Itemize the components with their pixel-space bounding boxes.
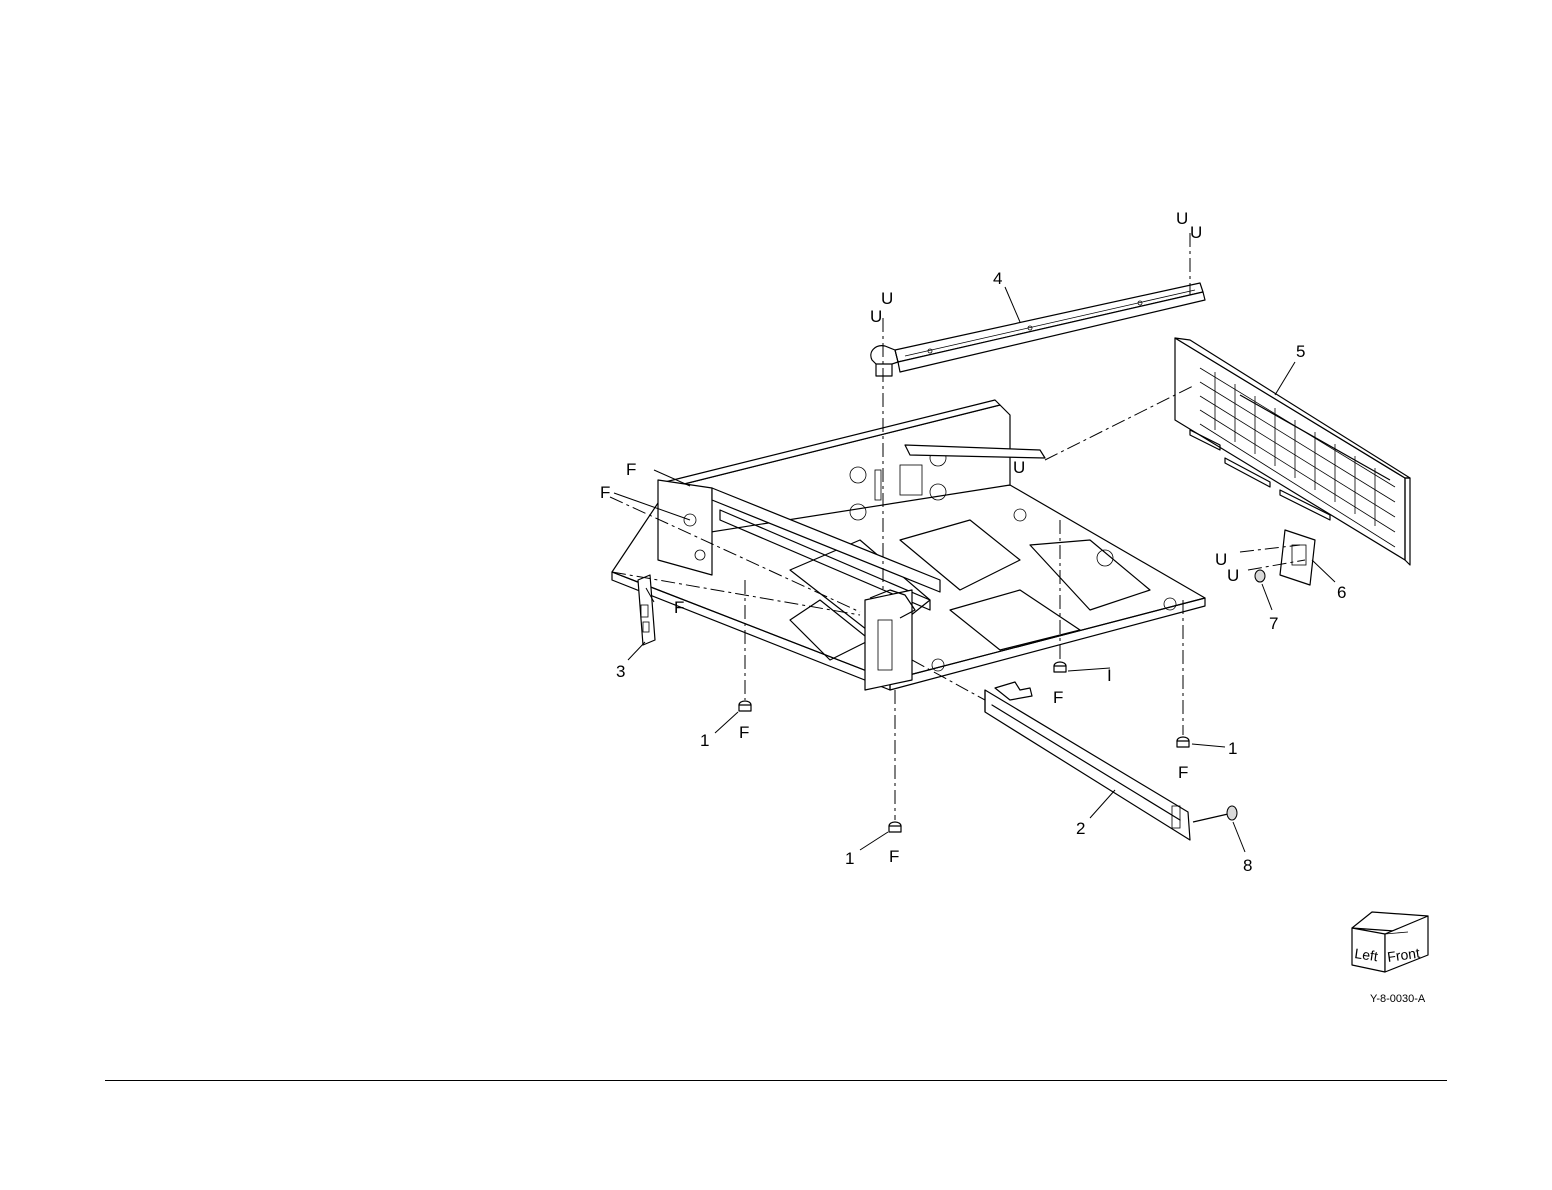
label-part-7: 7 <box>1269 614 1278 633</box>
label-u-mid-1: U <box>881 289 893 308</box>
main-frame-base <box>612 400 1205 690</box>
label-f-foot-left: F <box>739 723 749 742</box>
label-part-1-bottom: 1 <box>845 849 854 868</box>
part-7-screw <box>1255 570 1265 582</box>
label-f-bracket: F <box>674 598 684 617</box>
label-f-left-1: F <box>626 460 636 479</box>
part-5-rear-cover <box>1175 338 1410 565</box>
footer-divider <box>105 1080 1447 1081</box>
label-u-top-1: U <box>1176 209 1188 228</box>
cube-left-label: Left <box>1354 945 1379 964</box>
label-f-foot-right: F <box>1178 763 1188 782</box>
label-f-left-2: F <box>600 483 610 502</box>
part-4-top-rail <box>871 283 1205 376</box>
label-part-1-right: 1 <box>1228 739 1237 758</box>
label-u-top-2: U <box>1190 223 1202 242</box>
part-2-front-rail <box>985 682 1190 840</box>
label-part-6: 6 <box>1337 583 1346 602</box>
part-1-feet <box>739 662 1189 832</box>
part-8-screw <box>1193 806 1237 822</box>
label-part-4: 4 <box>993 269 1002 288</box>
label-part-3: 3 <box>616 662 625 681</box>
label-part-5: 5 <box>1296 342 1305 361</box>
label-part-8: 8 <box>1243 856 1252 875</box>
label-part-1-left: 1 <box>700 731 709 750</box>
cube-front-label: Front <box>1386 945 1421 965</box>
label-u-right-1: U <box>1215 550 1227 569</box>
part-6-plate <box>1280 530 1315 585</box>
orientation-cube: Left Front <box>1352 912 1428 972</box>
label-i-center: I <box>1107 666 1112 685</box>
label-f-foot-center: F <box>1053 688 1063 707</box>
figure-id: Y-8-0030-A <box>1370 993 1426 1005</box>
label-f-foot-bottom: F <box>889 847 899 866</box>
label-u-right-2: U <box>1227 566 1239 585</box>
label-u-arm: U <box>1013 458 1025 477</box>
label-part-2: 2 <box>1076 819 1085 838</box>
label-u-mid-2: U <box>870 307 882 326</box>
